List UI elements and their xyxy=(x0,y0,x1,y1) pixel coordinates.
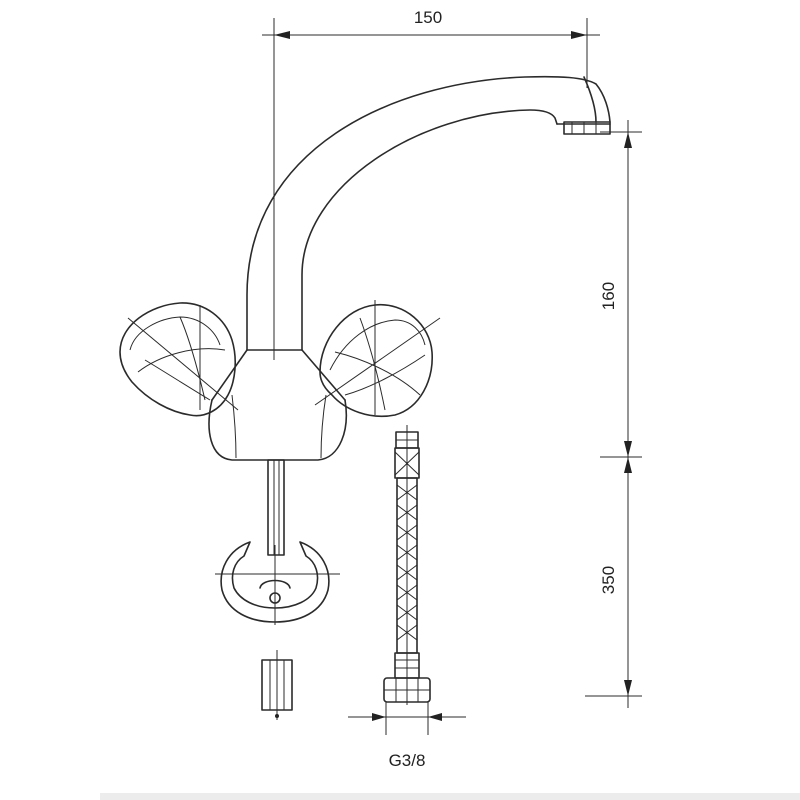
dimension-hose-thread: G3/8 xyxy=(348,702,466,770)
dimension-label-hose-thread: G3/8 xyxy=(389,751,426,770)
flexible-hose xyxy=(383,425,431,705)
bottom-strip xyxy=(100,793,800,800)
horseshoe-bracket xyxy=(215,541,340,625)
dimension-label-hose-length: 350 xyxy=(599,566,618,594)
left-handle xyxy=(119,302,239,417)
dimension-spout-reach: 150 xyxy=(262,8,600,360)
dimension-vertical: 160 350 xyxy=(585,120,642,708)
spout xyxy=(246,75,611,351)
hex-nut xyxy=(261,650,293,720)
dimension-label-spout-height: 160 xyxy=(599,282,618,310)
right-handle xyxy=(314,300,441,418)
dimension-label-spout-reach: 150 xyxy=(414,8,442,27)
mounting-stud xyxy=(267,459,285,556)
mixer-body xyxy=(208,349,348,461)
